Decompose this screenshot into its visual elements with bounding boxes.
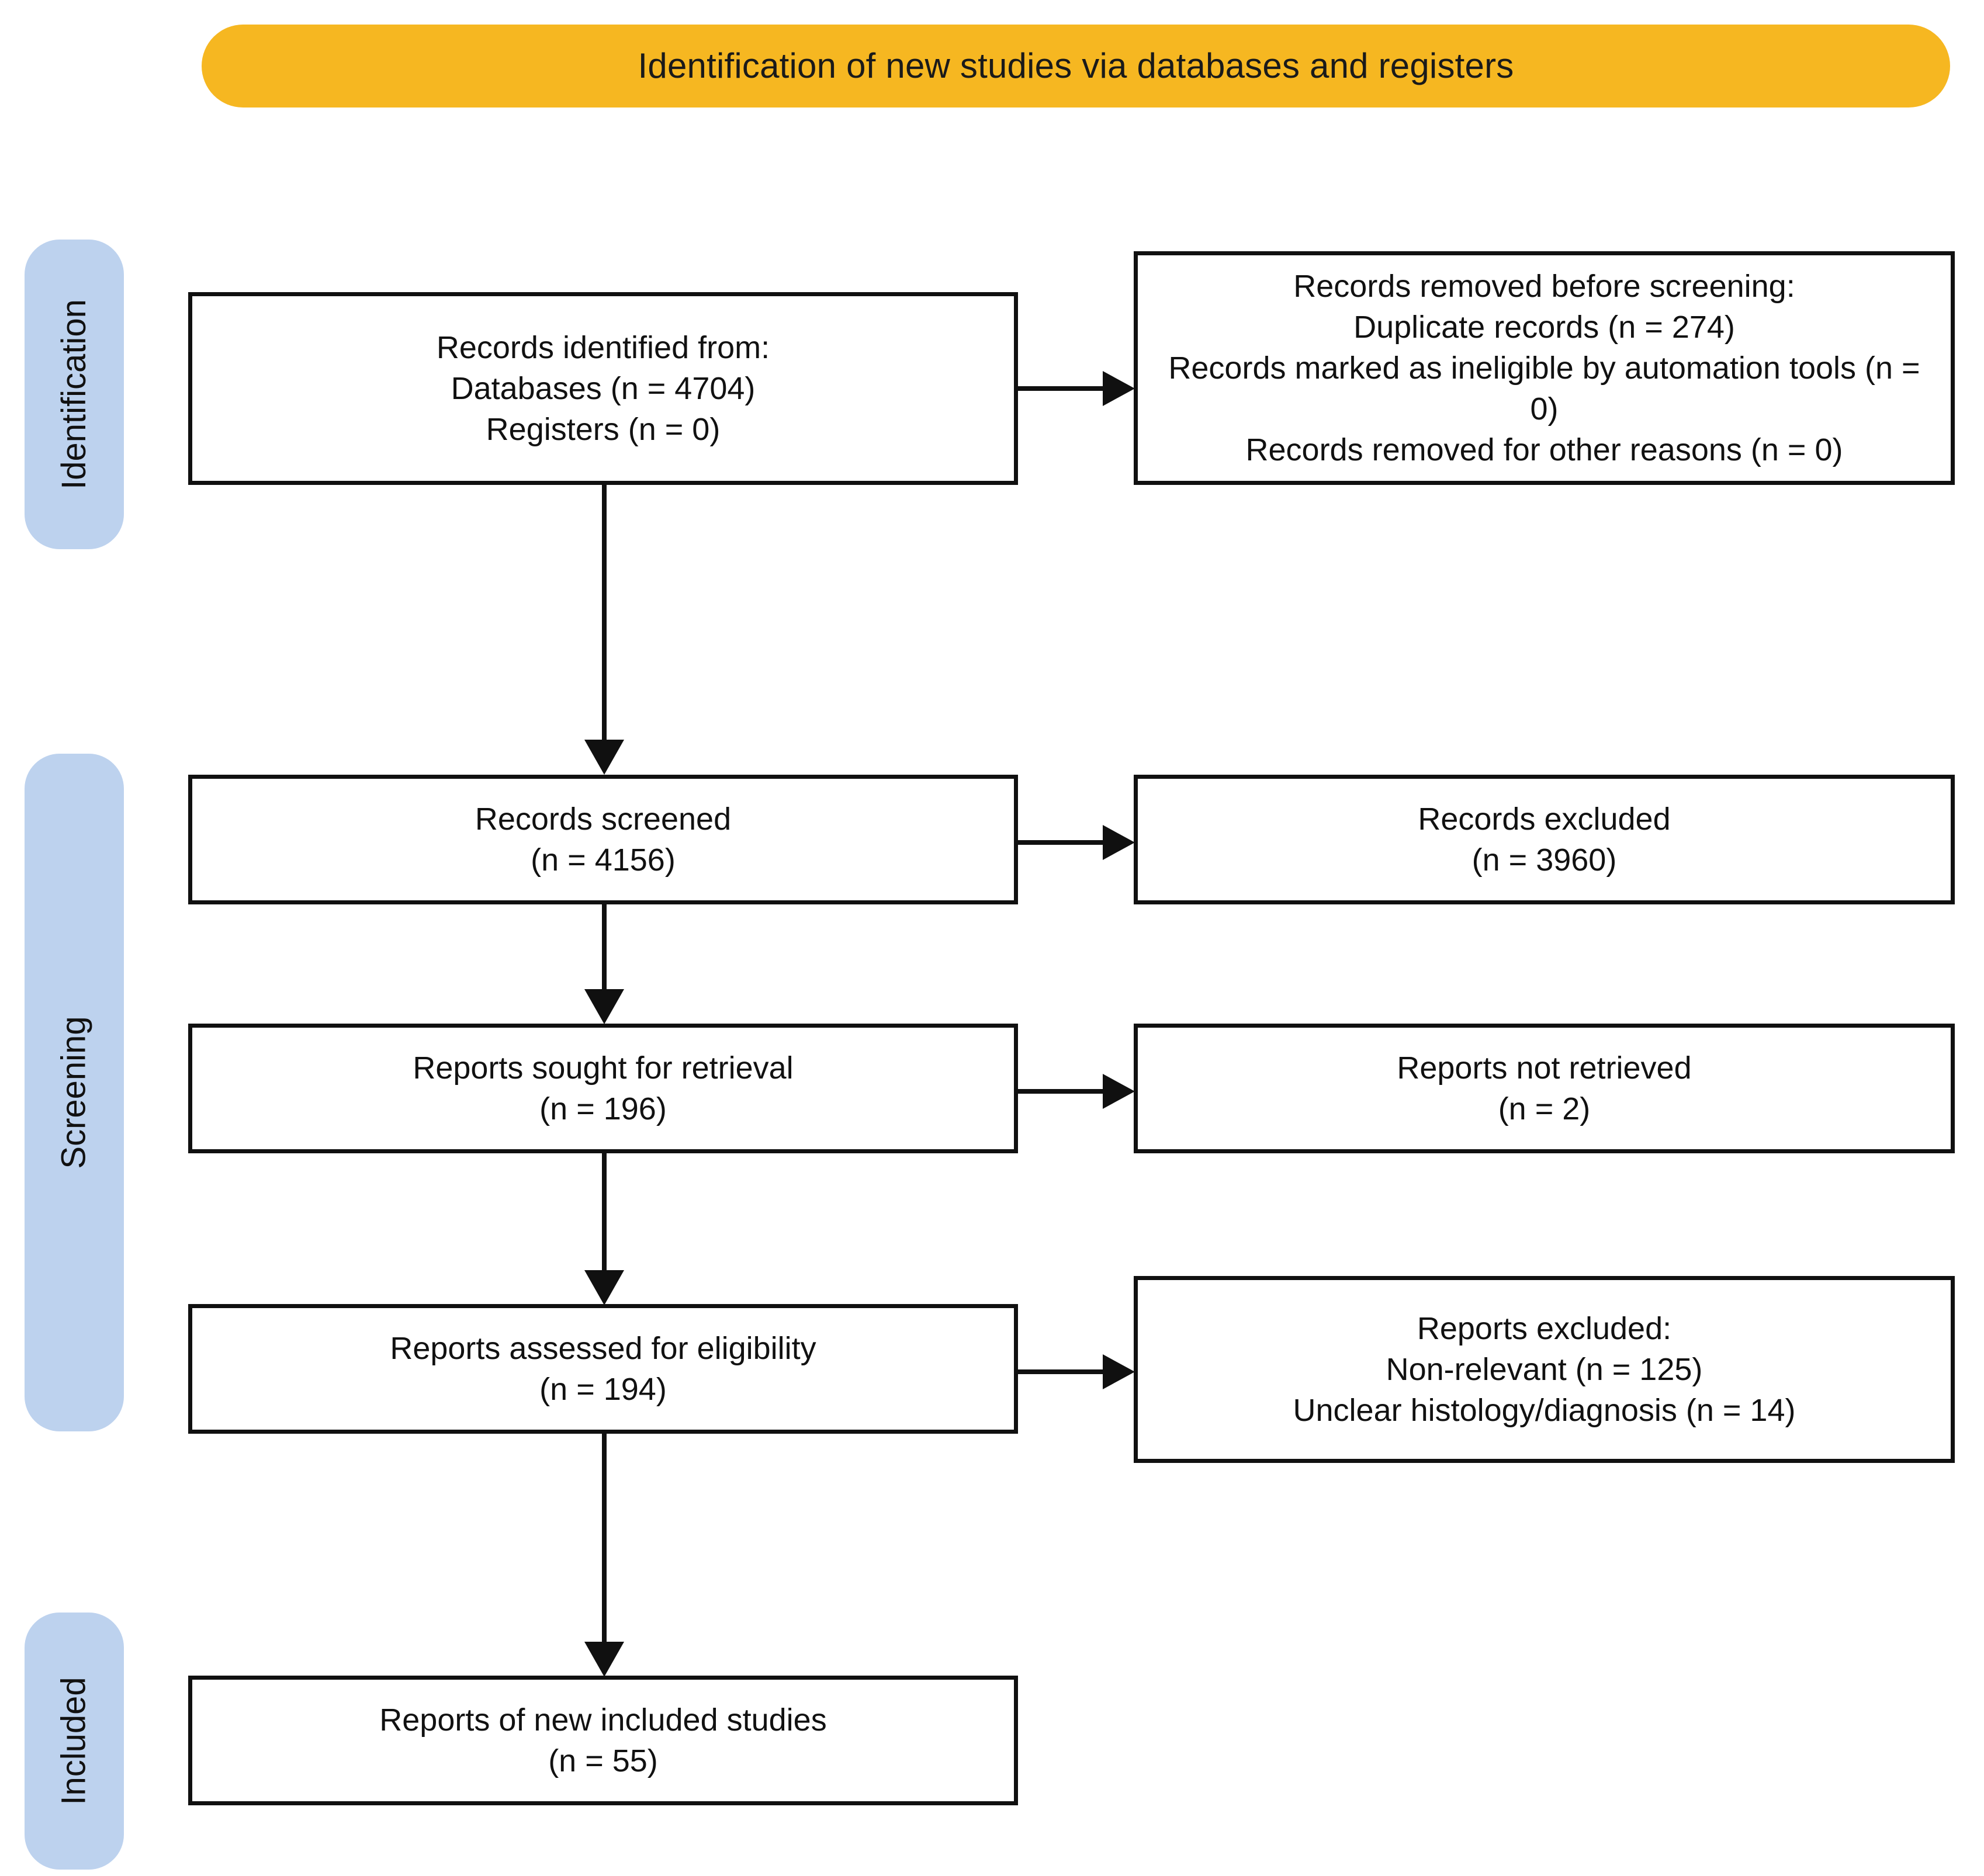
connector-screened-to-sought	[575, 904, 633, 1030]
box-line: Records removed before screening:	[1293, 268, 1795, 304]
box-line: Non-relevant (n = 125)	[1386, 1351, 1703, 1387]
stage-pill-identification: Identification	[25, 240, 124, 549]
diagram-banner: Identification of new studies via databa…	[202, 25, 1950, 108]
box-line: Reports sought for retrieval	[413, 1050, 794, 1086]
stage-label-identification: Identification	[55, 299, 93, 490]
box-reports-of-new-included-studies: Reports of new included studies (n = 55)	[188, 1676, 1018, 1805]
connector-identified-to-screened	[575, 483, 633, 781]
box-records-removed-before-screening: Records removed before screening: Duplic…	[1134, 251, 1955, 485]
box-reports-sought-for-retrieval: Reports sought for retrieval (n = 196)	[188, 1024, 1018, 1153]
banner-title: Identification of new studies via databa…	[638, 46, 1514, 85]
box-line: Registers (n = 0)	[486, 412, 721, 448]
box-line: Duplicate records (n = 274)	[1353, 309, 1735, 345]
box-reports-not-retrieved: Reports not retrieved (n = 2)	[1134, 1024, 1955, 1153]
box-line: Records excluded	[1418, 801, 1671, 837]
connector-assessed-to-excluded-reports	[1018, 1343, 1141, 1401]
box-line: (n = 55)	[548, 1743, 658, 1778]
box-line: Reports excluded:	[1417, 1310, 1672, 1346]
stage-label-included: Included	[55, 1677, 94, 1805]
connector-sought-to-not-retrieved	[1018, 1062, 1141, 1121]
box-line: Reports not retrieved	[1397, 1050, 1692, 1086]
box-reports-excluded: Reports excluded: Non-relevant (n = 125)…	[1134, 1276, 1955, 1463]
box-line: Reports assessed for eligibility	[390, 1330, 816, 1366]
box-line: (n = 2)	[1498, 1091, 1591, 1126]
box-line: Unclear histology/diagnosis (n = 14)	[1293, 1393, 1796, 1428]
box-line: Reports of new included studies	[379, 1702, 827, 1738]
stage-label-screening: Screening	[55, 1016, 94, 1169]
box-line: (n = 3960)	[1471, 842, 1617, 878]
connector-assessed-to-included	[575, 1434, 633, 1682]
box-line: Records removed for other reasons (n = 0…	[1245, 432, 1843, 468]
box-line: Records screened	[475, 801, 732, 837]
box-line: (n = 196)	[539, 1091, 667, 1126]
box-line: Records marked as ineligible by automati…	[1168, 350, 1920, 427]
box-line: Records identified from:	[436, 330, 770, 365]
stage-pill-included: Included	[25, 1613, 124, 1870]
box-line: (n = 4156)	[531, 842, 676, 878]
connector-screened-to-excluded	[1018, 813, 1141, 872]
box-records-identified: Records identified from: Databases (n = …	[188, 292, 1018, 485]
connector-identified-to-removed	[1018, 1, 1141, 585]
connector-sought-to-assessed	[575, 1153, 633, 1311]
box-records-screened: Records screened (n = 4156)	[188, 775, 1018, 904]
box-line: Databases (n = 4704)	[451, 370, 756, 406]
box-records-excluded: Records excluded (n = 3960)	[1134, 775, 1955, 904]
box-line: (n = 194)	[539, 1372, 667, 1407]
box-reports-assessed-for-eligibility: Reports assessed for eligibility (n = 19…	[188, 1304, 1018, 1434]
stage-pill-screening: Screening	[25, 754, 124, 1431]
